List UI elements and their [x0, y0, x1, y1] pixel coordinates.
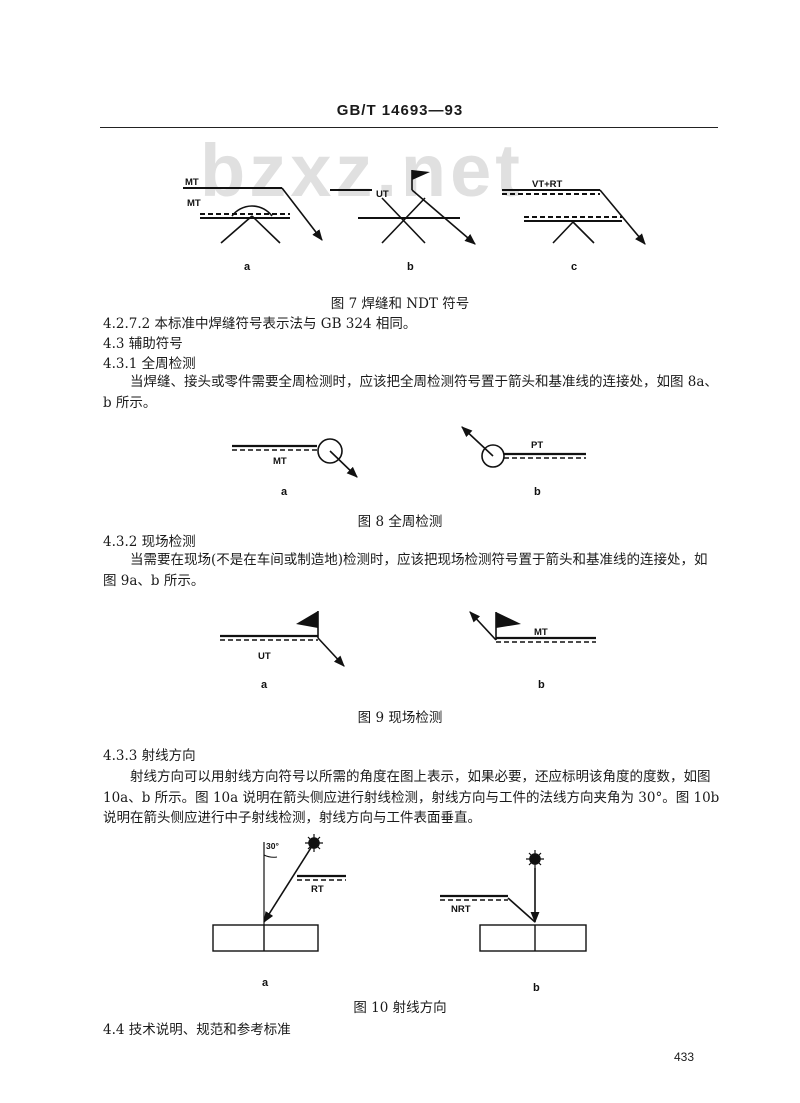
section-431-paragraph: 当焊缝、接头或零件需要全周检测时，应该把全周检测符号置于箭头和基准线的连接处，如…: [103, 374, 718, 411]
figure9-caption: 图 9 现场检测: [357, 710, 443, 726]
figure10b-symbol: [440, 850, 587, 952]
fig9a-ut-label: UT: [258, 651, 271, 662]
fig8-sub-a: a: [281, 486, 288, 498]
figure8a-symbol: [232, 438, 358, 478]
fig7-sub-c: c: [571, 261, 577, 273]
fig7a-mt-bottom-label: MT: [187, 198, 201, 209]
fig7-sub-a: a: [244, 261, 251, 273]
fig9-sub-a: a: [261, 679, 268, 691]
section-43-heading: 4.3 辅助符号: [103, 336, 183, 352]
figure7-caption: 图 7 焊缝和 NDT 符号: [330, 296, 470, 312]
figure7a-symbol: [183, 187, 323, 244]
section-432-heading: 4.3.2 现场检测: [103, 534, 196, 550]
section-44-heading: 4.4 技术说明、规范和参考标准: [103, 1022, 291, 1038]
section-431-heading: 4.3.1 全周检测: [103, 356, 196, 372]
figure7b-symbol: [330, 170, 476, 245]
section-432-paragraph: 当需要在现场(不是在车间或制造地)检测时，应该把现场检测符号置于箭头和基准线的连…: [103, 552, 708, 589]
standard-number: GB/T 14693—93: [336, 102, 464, 119]
fig7-sub-b: b: [407, 261, 414, 273]
figure9a-symbol: [220, 611, 345, 667]
section-4272-text: 4.2.7.2 本标准中焊缝符号表示法与 GB 324 相同。: [103, 316, 417, 332]
section-433-paragraph: 射线方向可以用射线方向符号以所需的角度在图上表示，如果必要，还应标明该角度的度数…: [103, 769, 720, 826]
section-433-heading: 4.3.3 射线方向: [103, 748, 196, 764]
fig10b-nrt-label: NRT: [451, 904, 471, 915]
fig8a-mt-label: MT: [273, 456, 287, 467]
figure10-caption: 图 10 射线方向: [353, 1000, 447, 1016]
figure7c-symbol: [502, 189, 646, 245]
fig10-sub-b: b: [533, 982, 540, 994]
fig10-sub-a: a: [262, 977, 269, 989]
figure8b-symbol: [461, 426, 586, 468]
fig10a-rt-label: RT: [311, 884, 324, 895]
figure9b-symbol: [469, 611, 596, 643]
header-rule: [100, 127, 718, 128]
fig9-sub-b: b: [538, 679, 545, 691]
fig10a-angle-label: 30°: [266, 841, 279, 851]
fig7a-mt-top-label: MT: [185, 177, 199, 188]
fig7b-ut-label: UT: [376, 189, 389, 200]
figure8-caption: 图 8 全周检测: [357, 514, 443, 530]
page-number: 433: [674, 1050, 695, 1064]
fig7c-vt-rt-label: VT+RT: [532, 179, 563, 190]
watermark: bzxz.net: [200, 129, 524, 212]
fig8-sub-b: b: [534, 486, 541, 498]
fig9b-mt-label: MT: [534, 627, 548, 638]
figure10a-symbol: [212, 834, 346, 952]
fig8b-pt-label: PT: [531, 440, 543, 451]
